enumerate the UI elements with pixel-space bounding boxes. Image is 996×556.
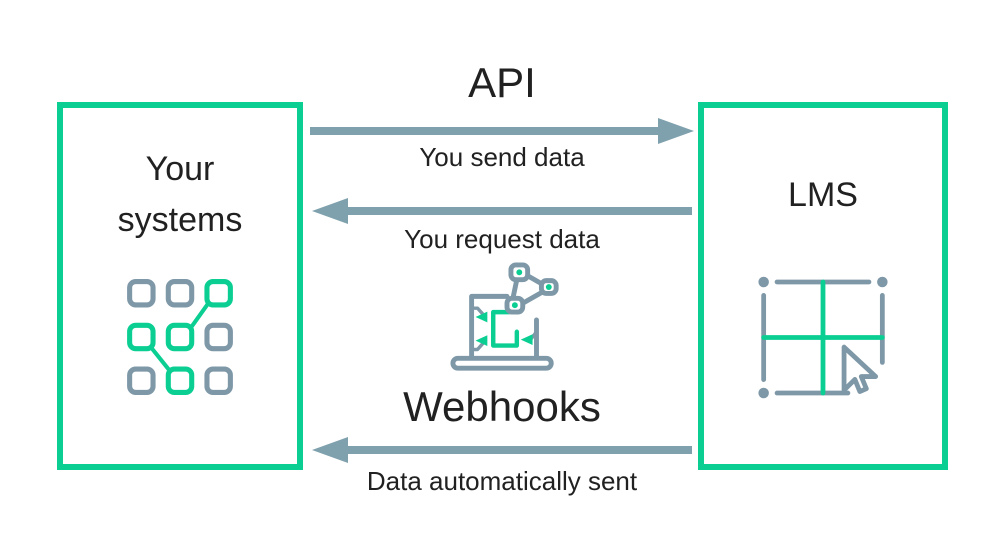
api-heading: API xyxy=(468,59,536,106)
lms-box: LMS xyxy=(698,102,948,470)
automation-laptop-icon xyxy=(450,262,559,371)
lms-table-cursor-icon xyxy=(758,276,888,399)
systems-grid-icon xyxy=(127,279,233,395)
auto-sent-label: Data automatically sent xyxy=(366,466,638,496)
send-data-label: You send data xyxy=(419,142,585,172)
cursor-pointer-icon xyxy=(841,344,879,394)
lms-title: LMS xyxy=(788,175,858,214)
arrow-right-send-icon xyxy=(310,118,694,144)
request-data-label: You request data xyxy=(404,224,600,254)
arrow-left-webhook-icon xyxy=(312,437,692,463)
webhooks-heading: Webhooks xyxy=(403,383,601,430)
your-systems-box: Your systems xyxy=(57,102,303,470)
your-systems-title: Your systems xyxy=(117,150,243,239)
robot-arm-icon xyxy=(504,262,559,315)
arrow-left-request-icon xyxy=(312,198,692,224)
